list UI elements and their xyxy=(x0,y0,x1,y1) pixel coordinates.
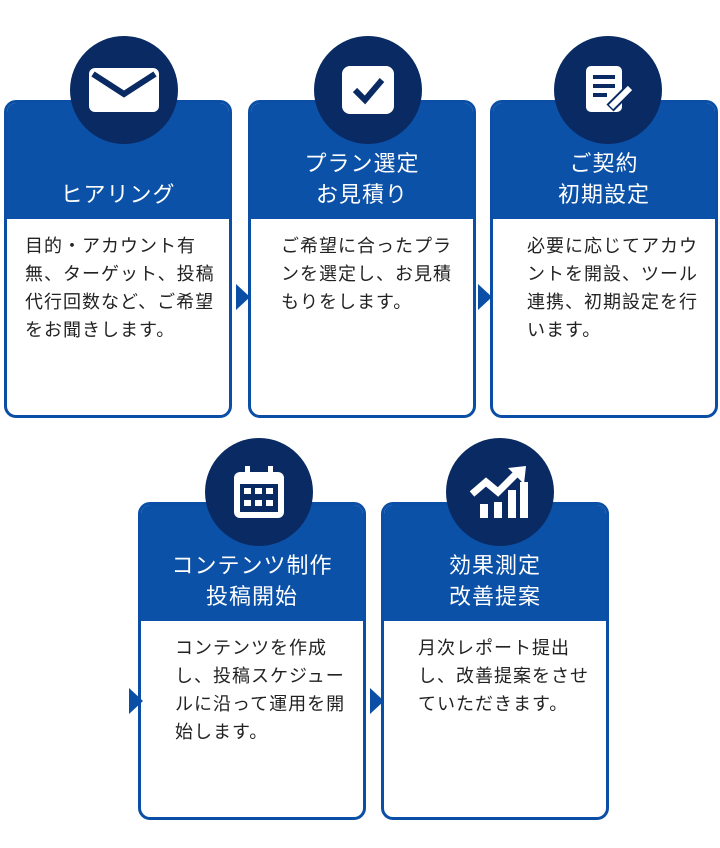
step-title: ご契約 xyxy=(569,152,639,177)
check-icon xyxy=(314,36,422,144)
step-subtitle: お見積り xyxy=(315,183,408,208)
step-header: プラン選定お見積り xyxy=(251,103,473,219)
document-edit-icon xyxy=(554,36,662,144)
step-card-content: コンテンツ制作投稿開始 コンテンツを作成し、投稿スケジュールに沿って運用を開始し… xyxy=(138,502,366,820)
mail-icon xyxy=(70,36,178,144)
step-header: 効果測定改善提案 xyxy=(384,505,606,621)
step-description: コンテンツを作成し、投稿スケジュールに沿って運用を開始します。 xyxy=(175,638,346,743)
arrow-icon xyxy=(129,688,143,714)
step-subtitle: 改善提案 xyxy=(448,585,541,610)
step-title: 効果測定 xyxy=(448,554,541,579)
growth-chart-icon xyxy=(446,438,554,546)
step-title: ヒアリング xyxy=(60,183,176,208)
arrow-icon xyxy=(478,284,492,310)
step-description: 必要に応じてアカウントを開設、ツール連携、初期設定を行います。 xyxy=(527,236,698,341)
step-subtitle: 投稿開始 xyxy=(205,585,298,610)
arrow-icon xyxy=(236,284,250,310)
step-description: ご希望に合ったプランを選定し、お見積もりをします。 xyxy=(281,236,452,313)
step-subtitle: 初期設定 xyxy=(557,183,650,208)
step-description: 月次レポート提出し、改善提案をさせていただきます。 xyxy=(418,638,589,715)
step-card-hearing: ヒアリング 目的・アカウント有無、ターゲット、投稿代行回数など、ご希望をお聞きし… xyxy=(4,100,232,418)
step-card-contract: ご契約初期設定 必要に応じてアカウントを開設、ツール連携、初期設定を行います。 xyxy=(490,100,718,418)
calendar-icon xyxy=(205,438,313,546)
step-title: プラン選定 xyxy=(304,152,420,177)
arrow-icon xyxy=(370,688,384,714)
step-description: 目的・アカウント有無、ターゲット、投稿代行回数など、ご希望をお聞きします。 xyxy=(25,236,215,341)
step-card-analysis: 効果測定改善提案 月次レポート提出し、改善提案をさせていただきます。 xyxy=(381,502,609,820)
step-card-plan: プラン選定お見積り ご希望に合ったプランを選定し、お見積もりをします。 xyxy=(248,100,476,418)
step-title: コンテンツ制作 xyxy=(171,554,333,579)
